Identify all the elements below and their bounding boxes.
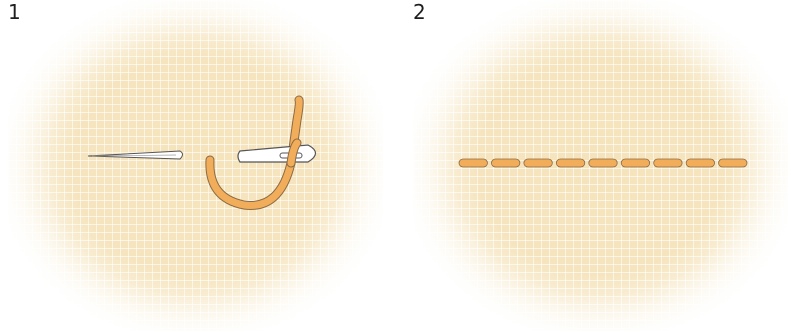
step-1-illustration [8,0,383,331]
step-2-label: 2 [413,0,426,24]
stitch [653,158,683,168]
fabric-edge-fade [8,0,383,331]
step-1-label: 1 [8,0,21,24]
stitch [491,158,521,168]
step-2-illustration [413,0,788,331]
threaded-needle-icon [205,95,317,210]
step-2-panel: 2 [413,0,788,331]
needle-icon [87,150,183,160]
stitch [458,158,488,168]
stitch [555,158,586,168]
step-1-panel: 1 [8,0,383,331]
stitch [523,158,553,168]
stitch [620,158,651,168]
stitch [718,158,748,168]
stitch [588,158,618,168]
running-stitch-row [458,158,748,168]
stitch [685,158,715,168]
